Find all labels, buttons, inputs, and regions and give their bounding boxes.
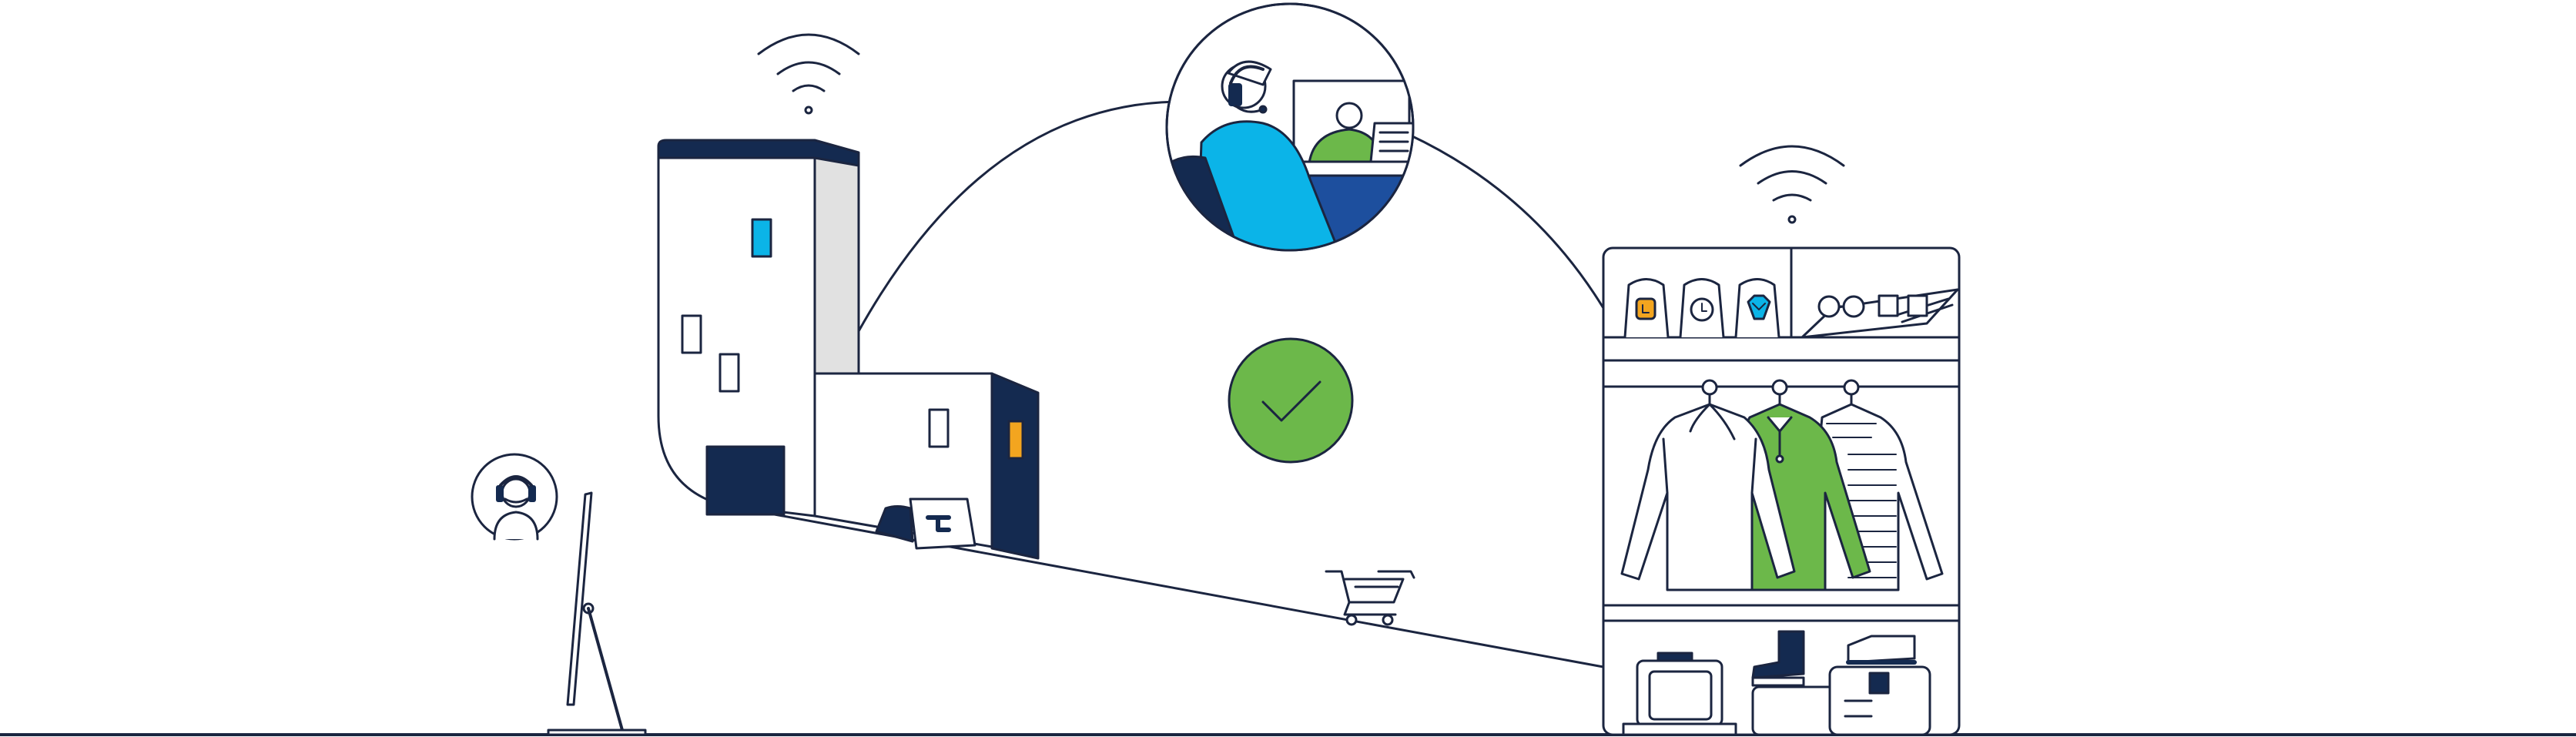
parcel [909,497,976,550]
agent-body [1196,120,1342,250]
watch-display [1623,278,1780,339]
monitor-screen [566,491,593,706]
wifi-icon [757,33,860,115]
window-orange [1007,420,1024,460]
window [719,353,740,393]
shoe-box [1751,685,1837,736]
hanger-icon [1701,379,1860,406]
diamond-icon [1747,294,1771,320]
sneaker [1847,635,1916,664]
slope-line [719,503,1605,668]
monitor-stand [587,607,624,732]
customer-desktop [471,453,647,736]
checkmark-icon [1261,380,1321,422]
accessories-shelf [1622,630,1931,736]
success-check [1228,337,1354,464]
warehouse-building [657,33,1040,560]
support-agent-icon [493,475,539,541]
support-agent-scene [1165,2,1415,252]
dock-door [705,445,786,516]
clock-icon [1635,297,1656,320]
window [681,314,702,354]
connection-arc [857,100,1605,333]
store-shelving [1602,145,1961,736]
clothing-rack [1620,379,1944,591]
shopping-cart-icon [1325,570,1415,626]
tower-side [813,156,860,375]
striped-jacket [1804,403,1944,591]
monitor-base [547,729,647,736]
window-cyan [751,218,772,258]
window [928,408,950,448]
jewelry-tray [1801,288,1959,339]
annex-side [990,372,1040,560]
wifi-icon [1739,145,1845,224]
parcel-tape [926,515,951,532]
